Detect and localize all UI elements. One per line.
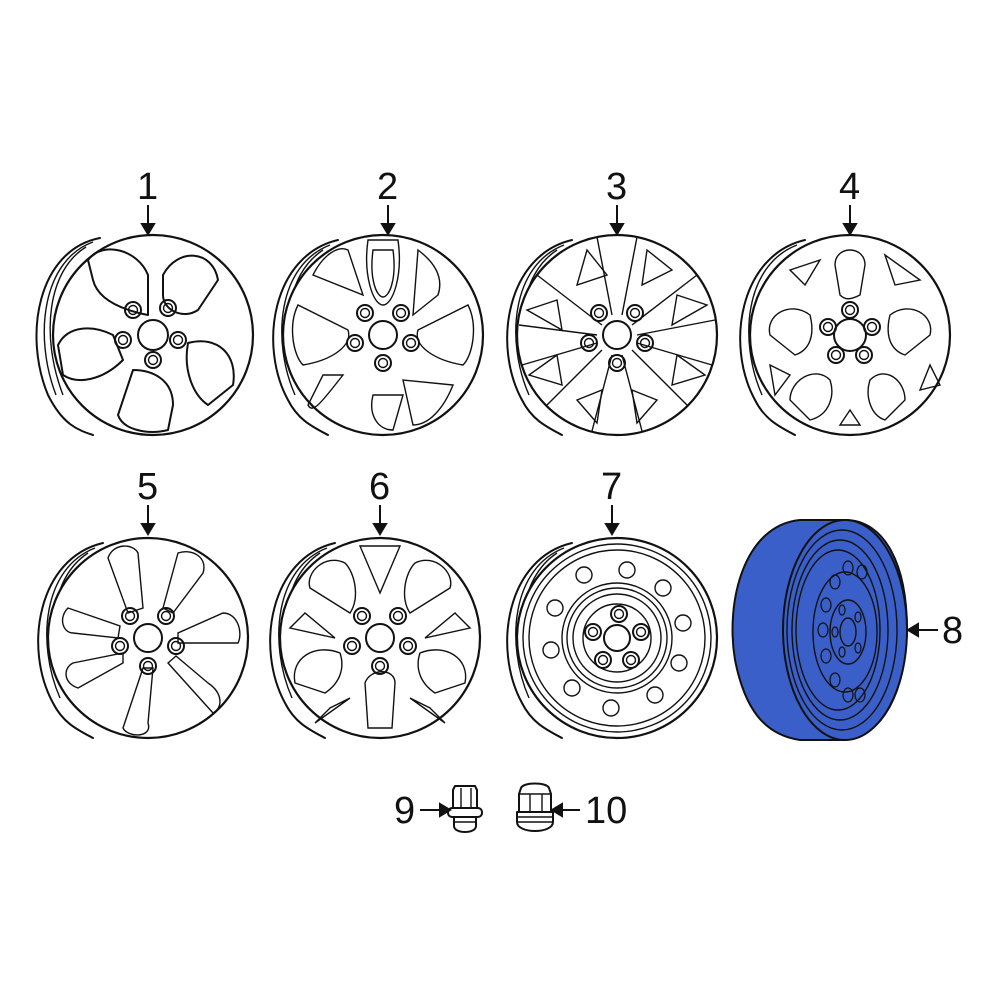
callout-label-4: 4 [839, 166, 861, 208]
callout-label-1: 1 [137, 166, 159, 208]
callout-label-3: 3 [606, 166, 628, 208]
callout-label-9: 9 [394, 790, 416, 832]
wheel-6[interactable] [269, 536, 482, 740]
wheel-2[interactable] [272, 233, 485, 437]
callout-label-2: 2 [377, 166, 399, 208]
wheel-1[interactable] [35, 233, 255, 437]
callout-label-10: 10 [585, 790, 628, 832]
callout-label-6: 6 [369, 466, 391, 508]
callout-label-7: 7 [601, 466, 623, 508]
lug-nut-9[interactable] [447, 785, 483, 833]
callout-arrows [140, 205, 938, 818]
lug-nut-10[interactable] [516, 782, 554, 832]
callout-label-5: 5 [137, 466, 159, 508]
wheel-7[interactable] [506, 536, 719, 740]
wheel-8-spare-highlighted[interactable] [731, 519, 909, 741]
wheel-3[interactable] [506, 233, 719, 437]
wheel-4[interactable] [739, 233, 952, 437]
callout-label-8: 8 [942, 610, 964, 652]
wheel-5[interactable] [37, 536, 250, 740]
